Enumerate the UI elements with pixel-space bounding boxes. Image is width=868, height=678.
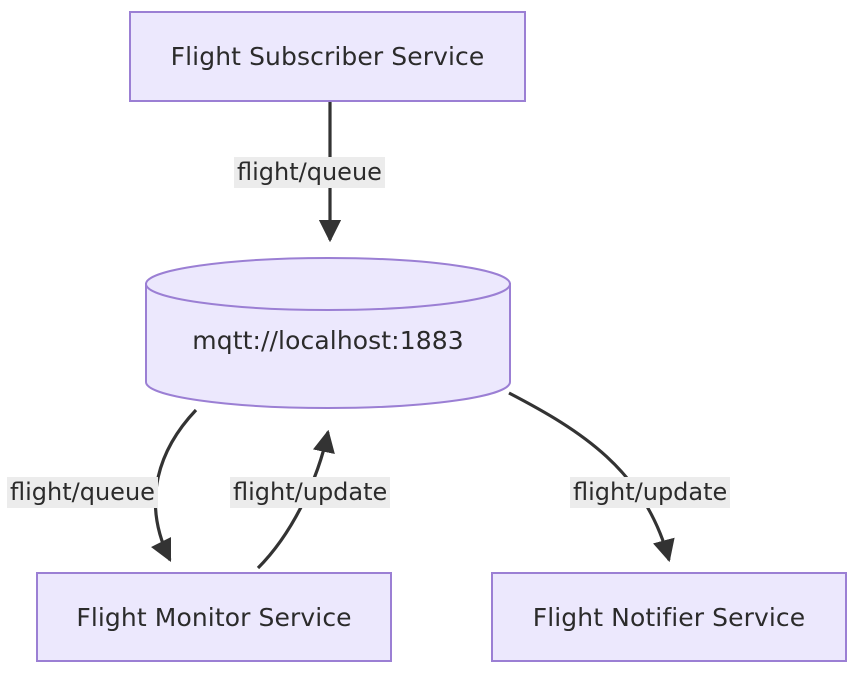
edge-broker-to-monitor (150, 408, 198, 563)
node-label: Flight Subscriber Service (170, 42, 485, 71)
node-flight-subscriber-service[interactable]: Flight Subscriber Service (129, 11, 526, 102)
node-label: mqtt://localhost:1883 (192, 325, 464, 355)
broker-label-wrap: mqtt://localhost:1883 (144, 256, 512, 410)
edge-label-broker-to-notifier: flight/update (570, 477, 731, 509)
node-label: Flight Notifier Service (532, 602, 806, 632)
edge-broker-to-notifier (508, 391, 675, 563)
node-label: Flight Monitor Service (76, 602, 352, 632)
node-flight-notifier-service[interactable]: Flight Notifier Service (491, 572, 847, 662)
cylinder-shape (145, 257, 511, 409)
node-mqtt-broker[interactable]: mqtt://localhost:1883 (144, 256, 512, 410)
node-flight-monitor-service[interactable]: Flight Monitor Service (36, 572, 392, 662)
edge-label-broker-to-monitor: flight/queue (7, 477, 158, 509)
edge-label-monitor-to-broker: flight/update (230, 477, 391, 509)
edge-label-subscriber-to-broker: flight/queue (234, 157, 385, 189)
